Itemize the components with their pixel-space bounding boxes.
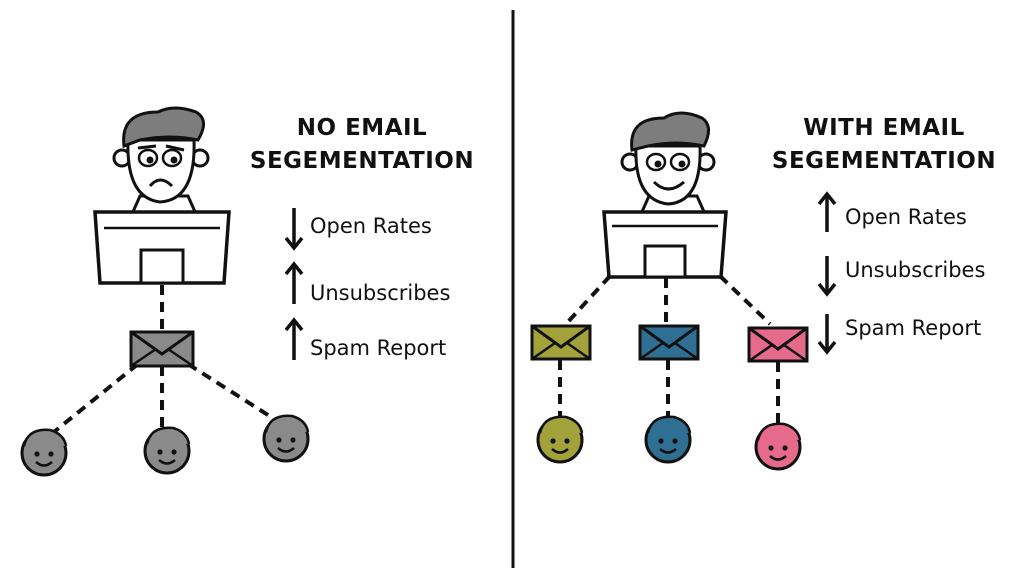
- pink-envelope-icon: [747, 326, 809, 363]
- arrow-down-icon: [284, 208, 304, 251]
- right-title-line1: WITH EMAIL: [803, 115, 965, 141]
- left-title-line1: NO EMAIL: [296, 115, 428, 141]
- arrow-up-icon: [284, 317, 304, 360]
- left-metric-spam-report: Spam Report: [310, 336, 447, 360]
- left-metric-open-rates: Open Rates: [310, 214, 432, 238]
- sad-sender-person: [112, 106, 210, 216]
- left-title: NO EMAIL SEGEMENTATION: [232, 112, 492, 178]
- grey-recipient-icon: [262, 414, 310, 463]
- arrow-down-icon: [817, 256, 837, 297]
- right-connectors: [558, 274, 780, 424]
- arrow-up-icon: [817, 191, 837, 232]
- blue-recipient-icon: [644, 415, 692, 464]
- grey-recipient-icon: [143, 426, 191, 475]
- right-metric-spam-report: Spam Report: [845, 316, 982, 340]
- arrow-up-icon: [284, 261, 304, 304]
- left-connectors: [42, 285, 284, 442]
- olive-envelope-icon: [530, 324, 592, 361]
- left-computer-monitor: [93, 210, 231, 285]
- pink-recipient-icon: [754, 422, 802, 471]
- left-title-line2: SEGEMENTATION: [249, 148, 475, 174]
- left-arrows: [284, 208, 304, 360]
- right-metric-open-rates: Open Rates: [845, 205, 967, 229]
- grey-recipient-icon: [20, 428, 68, 477]
- right-computer-monitor: [602, 210, 728, 279]
- happy-sender-person: [620, 111, 716, 216]
- blue-envelope-icon: [638, 324, 700, 361]
- right-title: WITH EMAIL SEGEMENTATION: [758, 112, 1010, 178]
- left-metric-unsubscribes: Unsubscribes: [310, 281, 451, 305]
- arrow-down-icon: [817, 314, 837, 355]
- right-title-line2: SEGEMENTATION: [771, 148, 997, 174]
- right-metric-unsubscribes: Unsubscribes: [845, 258, 986, 282]
- grey-envelope-icon: [129, 330, 195, 368]
- right-arrows: [817, 191, 837, 355]
- olive-recipient-icon: [536, 415, 584, 464]
